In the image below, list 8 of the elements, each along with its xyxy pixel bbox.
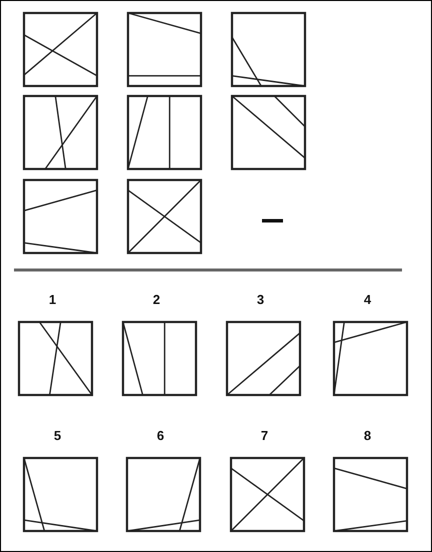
option-number: 1 [48,292,58,308]
option-number: 7 [260,428,270,444]
option-number: 6 [156,428,166,444]
option-number: 8 [362,428,372,444]
option-number: 5 [52,428,62,444]
option-number: 3 [256,292,266,308]
option-number: 2 [152,292,162,308]
option-number: 4 [362,292,372,308]
